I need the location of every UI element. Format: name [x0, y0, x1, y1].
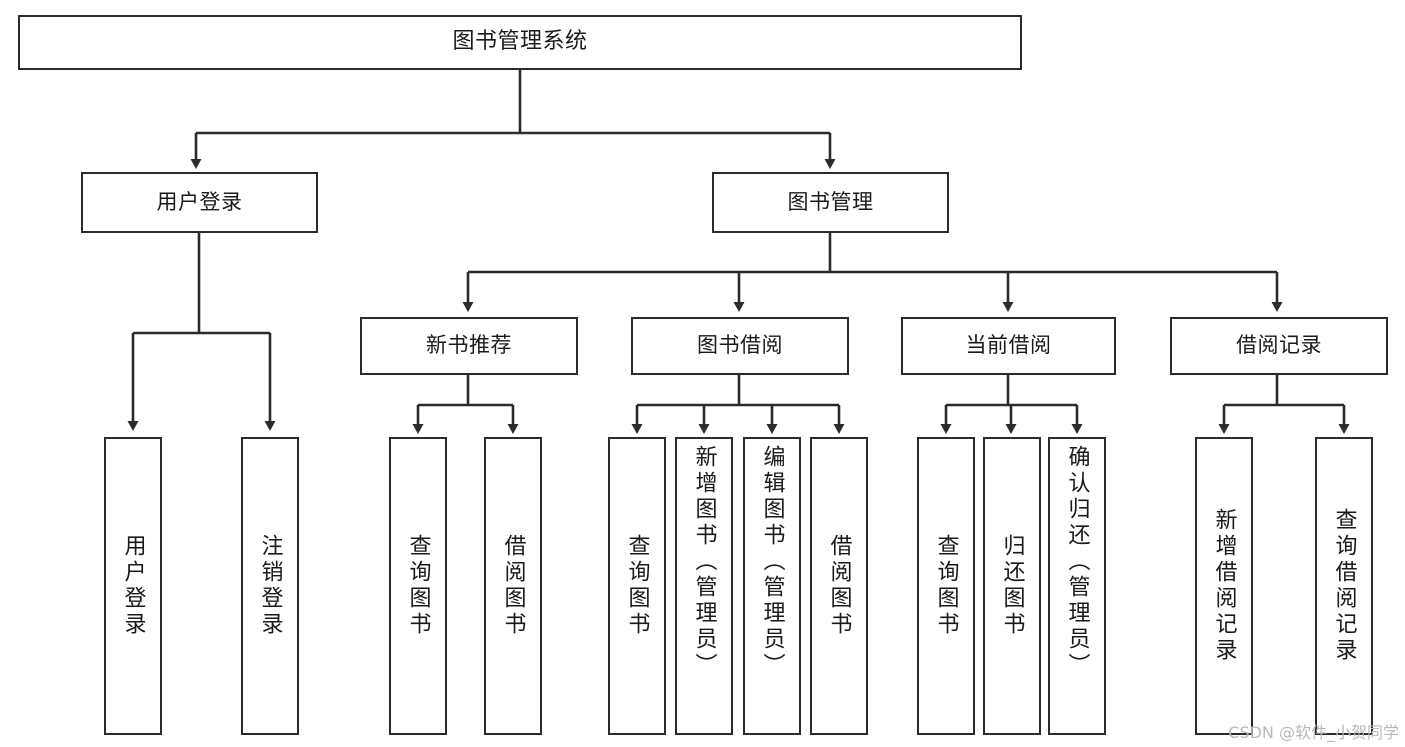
leaf-book-borrow-borrow[interactable]: 借阅图书 — [810, 437, 868, 735]
node-user-login[interactable]: 用户登录 — [81, 172, 318, 233]
node-label: 当前借阅 — [965, 333, 1052, 358]
leaf-book-borrow-query[interactable]: 查询图书 — [608, 437, 666, 735]
node-label: 借阅记录 — [1236, 333, 1322, 358]
leaf-borrow-record-add[interactable]: 新增借阅记录 — [1195, 437, 1253, 735]
node-new-book-recommend[interactable]: 新书推荐 — [360, 317, 578, 375]
node-root-system[interactable]: 图书管理系统 — [18, 15, 1022, 70]
node-book-borrow[interactable]: 图书借阅 — [631, 317, 849, 375]
node-label: 新增借阅记录 — [1211, 508, 1237, 664]
node-label: 图书管理 — [787, 189, 874, 214]
leaf-user-login-logout[interactable]: 注销登录 — [241, 437, 299, 735]
node-label: 查询图书 — [624, 534, 650, 638]
node-label: 归还图书 — [999, 534, 1025, 638]
watermark: CSDN @软件_小贺同学 — [1228, 723, 1399, 742]
leaf-current-borrow-return[interactable]: 归还图书 — [983, 437, 1041, 735]
node-label: 查询图书 — [933, 534, 959, 638]
leaf-borrow-record-query[interactable]: 查询借阅记录 — [1315, 437, 1373, 735]
node-label: 图书借阅 — [697, 333, 783, 358]
node-label: 图书管理系统 — [452, 29, 588, 55]
leaf-current-borrow-query[interactable]: 查询图书 — [917, 437, 975, 735]
node-label: 确认归还（管理员） — [1064, 445, 1090, 679]
node-label: 新书推荐 — [426, 333, 512, 358]
leaf-new-book-borrow[interactable]: 借阅图书 — [484, 437, 542, 735]
leaf-user-login-login[interactable]: 用户登录 — [104, 437, 162, 735]
node-label: 查询图书 — [405, 534, 431, 638]
leaf-current-borrow-confirm[interactable]: 确认归还（管理员） — [1048, 437, 1106, 735]
node-label: 编辑图书（管理员） — [759, 445, 785, 679]
node-current-borrow[interactable]: 当前借阅 — [901, 317, 1116, 375]
node-label: 借阅图书 — [826, 534, 852, 638]
node-label: 用户登录 — [120, 534, 146, 638]
leaf-book-borrow-add[interactable]: 新增图书（管理员） — [675, 437, 733, 735]
node-book-manage[interactable]: 图书管理 — [712, 172, 949, 233]
leaf-new-book-query[interactable]: 查询图书 — [389, 437, 447, 735]
node-label: 查询借阅记录 — [1331, 508, 1357, 664]
node-label: 借阅图书 — [500, 534, 526, 638]
node-label: 注销登录 — [257, 534, 283, 638]
leaf-book-borrow-edit[interactable]: 编辑图书（管理员） — [743, 437, 801, 735]
node-borrow-record[interactable]: 借阅记录 — [1170, 317, 1388, 375]
node-label: 新增图书（管理员） — [691, 445, 717, 679]
node-label: 用户登录 — [156, 189, 243, 214]
